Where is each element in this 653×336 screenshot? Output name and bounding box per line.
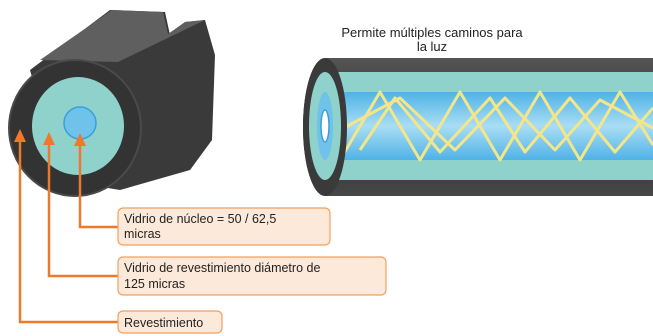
cladding-callout: Vidrio de revestimiento diámetro de 125 … xyxy=(117,256,387,296)
jacket-callout-label: Revestimiento xyxy=(124,316,203,330)
core-leader xyxy=(78,139,118,229)
core-callout-line1: Vidrio de núcleo = 50 / 62,5 xyxy=(124,212,276,226)
cladding-callout-box xyxy=(117,256,387,296)
cladding-callout-line1: Vidrio de revestimiento diámetro de xyxy=(124,261,320,275)
cladding-callout-line2: 125 micras xyxy=(124,277,185,291)
cable-body-top xyxy=(40,10,205,62)
fiber-longitudinal-view: Permite múltiples caminos para la luz xyxy=(303,25,653,196)
light-path-3 xyxy=(358,96,653,154)
cladding-leader xyxy=(47,138,118,278)
light-path-2 xyxy=(339,96,653,152)
jacket-face-rim xyxy=(8,59,142,197)
cladding-arrowhead xyxy=(43,132,55,145)
light-path-1 xyxy=(338,90,653,162)
jacket-callout-box xyxy=(117,310,223,334)
leader-lines xyxy=(18,135,118,324)
core-callout-line2: micras xyxy=(124,227,161,241)
multipath-title-line1: Permite múltiples caminos para xyxy=(341,25,523,40)
light-paths xyxy=(338,90,653,162)
core-arrowhead xyxy=(74,133,86,146)
core-callout: Vidrio de núcleo = 50 / 62,5 micras xyxy=(117,207,331,246)
jacket-leader xyxy=(18,135,118,324)
jacket-arrowhead xyxy=(14,129,26,142)
core-callout-box xyxy=(117,207,331,246)
multipath-title-line2: la luz xyxy=(417,39,447,54)
fiber-cross-section xyxy=(8,10,215,197)
jacket-callout: Revestimiento xyxy=(117,310,223,334)
tube-end-core-inner xyxy=(320,109,330,143)
leader-arrowheads xyxy=(14,129,86,146)
callouts: Vidrio de núcleo = 50 / 62,5 micras Vidr… xyxy=(14,129,387,334)
